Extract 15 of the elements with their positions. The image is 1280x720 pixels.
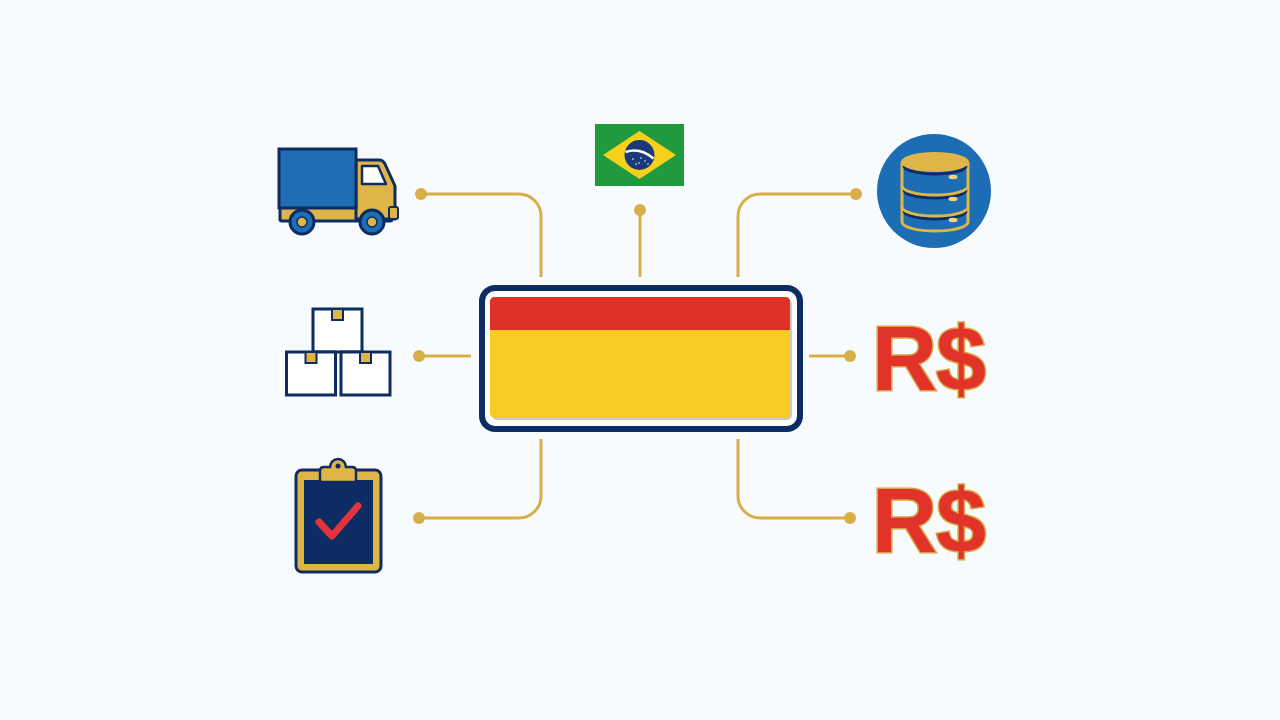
- connector-line: [413, 350, 471, 362]
- connector-line: [736, 188, 862, 277]
- connector-line: [809, 350, 856, 362]
- database-icon: [876, 133, 992, 249]
- currency-symbol: R$: [872, 476, 986, 566]
- connector-line: [634, 204, 646, 277]
- connector-line: [413, 439, 543, 524]
- flag-icon: [595, 124, 684, 186]
- currency-symbol: R$: [872, 314, 986, 404]
- banner-box: [479, 285, 803, 432]
- truck-icon: [277, 147, 400, 238]
- connector-line: [415, 188, 543, 277]
- clipboard-icon: [294, 456, 383, 574]
- boxes-icon: [285, 307, 392, 397]
- connector-line: [736, 439, 856, 524]
